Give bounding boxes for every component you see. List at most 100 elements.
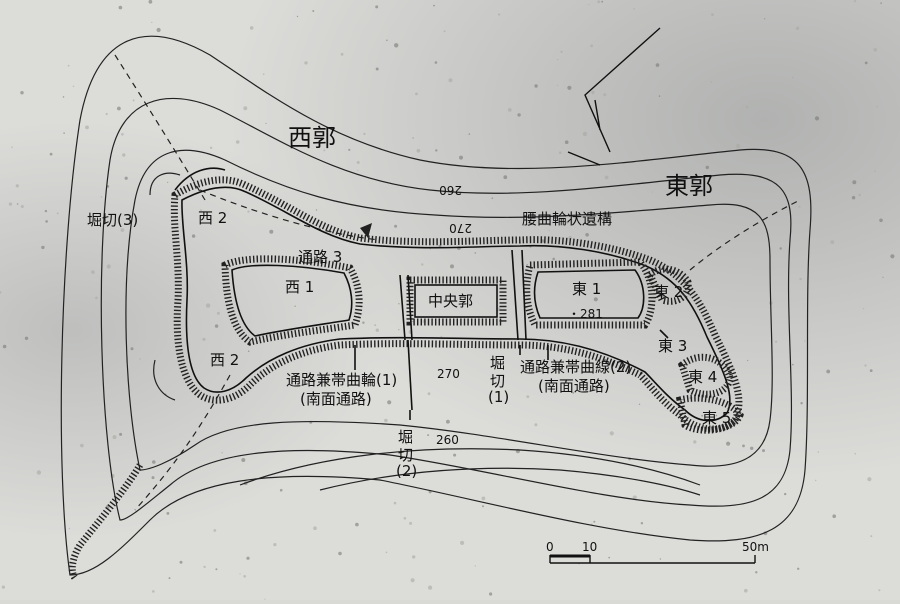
- stone-speck: [797, 567, 800, 570]
- stone-speck: [792, 76, 794, 79]
- stone-speck: [2, 344, 7, 349]
- stone-speck: [450, 264, 454, 269]
- stone-speck: [203, 565, 206, 569]
- stone-speck: [428, 585, 433, 590]
- label-higashi4: 東 4: [688, 368, 717, 386]
- stone-speck: [864, 364, 867, 367]
- stone-speck: [45, 220, 48, 223]
- chuo-enclosure: [414, 284, 498, 318]
- stone-speck: [119, 432, 123, 436]
- north-arrow-icon: [567, 27, 661, 166]
- stone-speck: [239, 573, 241, 575]
- label-higashi2: 東 2: [654, 283, 683, 301]
- scale-bar: [549, 555, 756, 564]
- stone-speck: [489, 592, 493, 596]
- stone-speck: [357, 169, 359, 171]
- stone-speck: [124, 176, 128, 180]
- stone-speck: [1, 585, 5, 589]
- stone-speck: [779, 247, 782, 250]
- contour-line-3: [125, 149, 773, 471]
- stone-speck: [500, 339, 502, 342]
- stone-speck: [800, 402, 803, 405]
- label-scale-10: 10: [582, 540, 597, 554]
- stone-speck: [659, 558, 662, 560]
- stone-speck: [20, 91, 24, 95]
- stone-speck: [375, 5, 379, 9]
- label-horikiri1-b: 切: [490, 372, 505, 390]
- stone-speck: [132, 99, 135, 102]
- stone-speck: [348, 148, 351, 151]
- stone-speck: [474, 252, 477, 254]
- stone-speck: [498, 13, 501, 16]
- label-horikiri2-c: (2): [396, 462, 417, 480]
- stone-speck: [205, 303, 211, 308]
- stone-speck: [36, 470, 42, 475]
- stone-speck: [817, 451, 820, 453]
- label-summit-elevation: ・281: [568, 307, 603, 321]
- stone-speck: [854, 452, 856, 455]
- stone-speck: [591, 90, 595, 95]
- stone-speck: [604, 175, 609, 180]
- stone-speck: [139, 358, 141, 360]
- stone-speck: [41, 245, 45, 250]
- stone-speck: [130, 347, 134, 351]
- stone-speck: [243, 575, 246, 578]
- label-koshi-kuruwa: 腰曲輪状遺構: [522, 210, 612, 228]
- dashed-trail-southwest: [134, 374, 231, 511]
- stone-speck: [415, 92, 418, 96]
- label-contour-260-top: 260: [439, 183, 462, 197]
- higashi5-hachures: [675, 394, 744, 434]
- stone-speck: [556, 59, 559, 61]
- nishi1-hachures: [221, 255, 363, 346]
- label-contour-270-top: 270: [449, 221, 472, 235]
- stone-speck: [294, 305, 296, 307]
- stone-speck: [213, 529, 217, 532]
- stone-speck: [792, 363, 794, 366]
- stone-speck: [867, 477, 872, 482]
- stone-speck: [874, 170, 876, 173]
- stone-speck: [880, 2, 882, 4]
- label-tsuro2-sub: (南面通路): [538, 377, 610, 395]
- stone-speck: [279, 488, 283, 492]
- stone-speck: [775, 340, 778, 343]
- stone-speck: [241, 458, 246, 462]
- stone-speck: [387, 400, 392, 405]
- stone-speck: [247, 350, 250, 353]
- stone-speck: [63, 132, 65, 134]
- higashi4-hachures: [677, 353, 734, 398]
- stone-speck: [235, 140, 240, 144]
- stone-speck: [362, 321, 365, 324]
- stone-speck: [593, 297, 598, 302]
- stone-speck: [11, 146, 13, 148]
- stone-speck: [784, 492, 787, 496]
- stone-speck: [603, 93, 607, 97]
- stone-speck: [16, 203, 19, 205]
- leader-lines: [354, 329, 669, 420]
- stone-speck: [864, 61, 868, 65]
- stone-speck: [890, 254, 895, 259]
- horikiri-line-2: [407, 339, 413, 411]
- nishi1-enclosure: [231, 264, 353, 337]
- stone-speck: [491, 197, 494, 199]
- stone-speck: [567, 85, 572, 90]
- stone-speck: [427, 392, 431, 396]
- stone-speck: [588, 4, 590, 6]
- stone-speck: [374, 324, 377, 327]
- stone-speck: [460, 540, 465, 546]
- stone-speck: [721, 246, 724, 248]
- label-higashi5: 東 5: [702, 409, 731, 427]
- contour-line-outer: [60, 35, 812, 576]
- stone-speck: [715, 414, 718, 417]
- stone-speck: [156, 27, 161, 33]
- stone-speck: [434, 61, 438, 64]
- stone-speck: [858, 193, 861, 197]
- label-tsuro1: 通路兼帯曲輪(1): [286, 371, 397, 389]
- label-higashi1: 東 1: [572, 280, 601, 298]
- label-nishi2-upper: 西 2: [198, 209, 227, 227]
- stone-speck: [632, 495, 637, 500]
- stone-speck: [121, 133, 124, 136]
- stone-speck: [882, 276, 884, 278]
- higashi2-hachures: [645, 265, 692, 305]
- stone-speck: [24, 336, 29, 340]
- stone-speck: [106, 264, 111, 269]
